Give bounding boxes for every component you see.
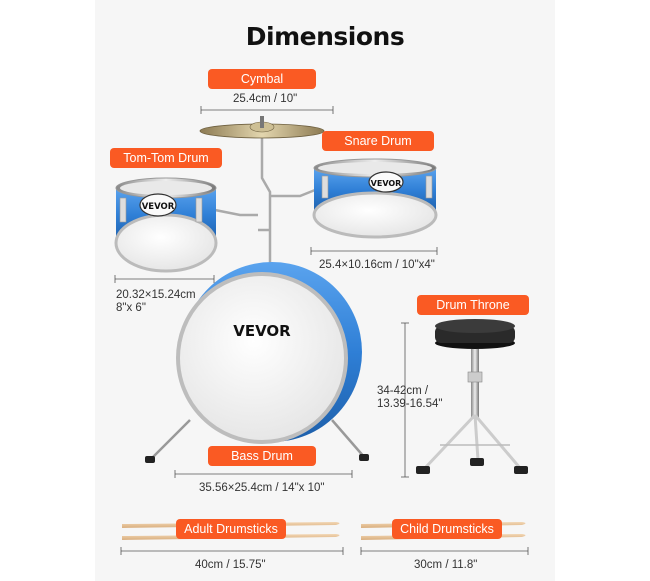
bass-drum-illustration: VEVOR <box>145 262 369 463</box>
cymbal-stand <box>214 128 316 285</box>
child-drumsticks-label: Child Drumsticks <box>392 519 502 539</box>
tom-measure-line <box>114 275 215 283</box>
cymbal-measure-line <box>200 106 334 114</box>
adult-drumsticks-label: Adult Drumsticks <box>176 519 286 539</box>
throne-dimension-imperial: 13.39-16.54" <box>377 398 443 410</box>
bass-measure-line <box>174 470 353 478</box>
cymbal-dimension: 25.4cm / 10" <box>233 93 298 105</box>
adult-sticks-dimension: 40cm / 15.75" <box>195 559 266 571</box>
cymbal-illustration <box>199 116 325 139</box>
adult-sticks-measure-line <box>120 547 344 555</box>
drum-throne-illustration <box>416 319 528 474</box>
tom-brand-logo: VEVOR <box>142 202 175 212</box>
throne-dimension: 34-42cm / 13.39-16.54" <box>377 385 442 411</box>
snare-brand-logo: VEVOR <box>371 179 402 188</box>
throne-dimension-metric: 34-42cm / <box>377 385 429 397</box>
tom-tom-drum-label: Tom-Tom Drum <box>110 148 222 168</box>
bass-drum-label: Bass Drum <box>208 446 316 466</box>
snare-measure-line <box>310 247 438 255</box>
child-sticks-dimension: 30cm / 11.8" <box>414 559 478 571</box>
tom-tom-illustration: VEVOR <box>114 177 218 273</box>
tom-dimension-metric: 20.32×15.24cm <box>116 289 196 301</box>
tom-dimension: 20.32×15.24cm 8"x 6" <box>116 289 196 315</box>
cymbal-label: Cymbal <box>208 69 316 89</box>
snare-illustration: VEVOR <box>312 158 438 239</box>
child-sticks-measure-line <box>360 547 529 555</box>
tom-dimension-imperial: 8"x 6" <box>116 302 146 314</box>
bass-dimension: 35.56×25.4cm / 14"x 10" <box>199 482 325 494</box>
page-title: Dimensions <box>245 22 405 51</box>
snare-drum-label: Snare Drum <box>322 131 434 151</box>
throne-measure-line <box>401 322 409 478</box>
snare-dimension: 25.4×10.16cm / 10"x4" <box>319 259 435 271</box>
drum-throne-label: Drum Throne <box>417 295 529 315</box>
bass-brand-logo: VEVOR <box>233 322 291 340</box>
